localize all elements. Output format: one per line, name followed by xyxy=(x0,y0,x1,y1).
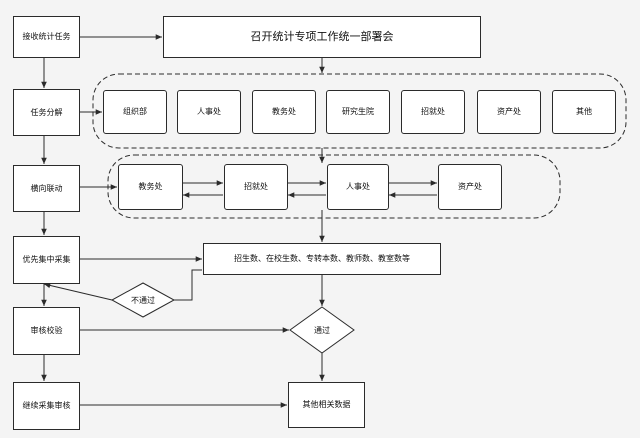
arrow-fail-to-priority xyxy=(43,282,113,301)
department-box: 招就处 xyxy=(401,90,465,134)
linkage-unit-box: 人事处 xyxy=(327,164,389,210)
pass-decision-label: 通过 xyxy=(314,325,330,335)
linkage-unit-box: 教务处 xyxy=(118,164,183,210)
arrow-collection-to-fail xyxy=(174,269,202,301)
step-priority-collection: 优先集中采集 xyxy=(13,236,80,284)
department-box: 组织部 xyxy=(103,90,167,134)
step-receive-task: 接收统计任务 xyxy=(13,16,80,58)
pass-decision xyxy=(289,306,355,354)
department-box: 人事处 xyxy=(177,90,241,134)
step-task-decompose: 任务分解 xyxy=(13,89,80,136)
step-review-check: 审核校验 xyxy=(13,307,80,355)
fail-decision-label: 不通过 xyxy=(131,295,155,305)
fail-decision xyxy=(110,282,176,318)
linkage-unit-box: 资产处 xyxy=(438,164,502,210)
other-data-box: 其他相关数据 xyxy=(288,382,365,428)
department-box: 研究生院 xyxy=(326,90,390,134)
department-box: 教务处 xyxy=(252,90,316,134)
linkage-unit-box: 招就处 xyxy=(224,164,288,210)
department-box: 资产处 xyxy=(477,90,541,134)
department-box: 其他 xyxy=(552,90,616,134)
step-continue-collection: 继续采集审核 xyxy=(13,382,80,430)
department-group xyxy=(92,73,627,149)
collection-items-box: 招生数、在校生数、专转本数、教师数、教室数等 xyxy=(203,243,441,275)
step-horizontal-linkage: 横向联动 xyxy=(13,165,80,212)
meeting-box: 召开统计专项工作统一部署会 xyxy=(163,16,481,58)
